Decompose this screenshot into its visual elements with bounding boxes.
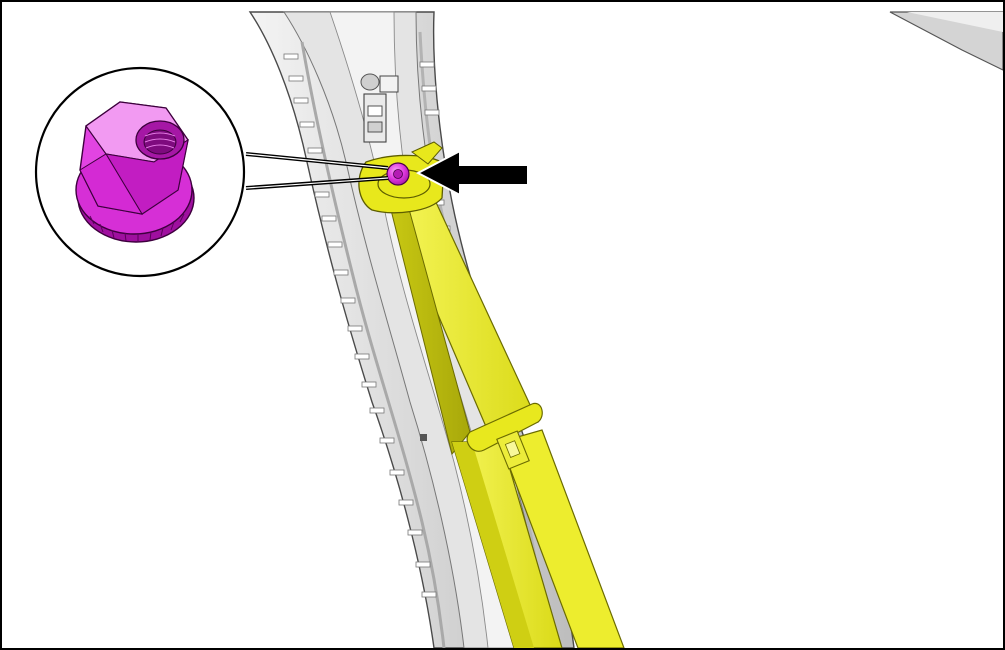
magnify-callout-icon — [34, 66, 246, 278]
seat-belt-webbing — [387, 197, 625, 648]
flange-nut-icon — [75, 101, 195, 243]
pointer-arrow-icon — [415, 149, 529, 197]
anchor-nut — [386, 162, 410, 186]
belt-guide-clip — [466, 402, 543, 470]
anchor-bracket-upper — [363, 75, 399, 143]
callout-leader-lines — [245, 152, 389, 190]
roof-trim-edge — [889, 11, 1003, 71]
